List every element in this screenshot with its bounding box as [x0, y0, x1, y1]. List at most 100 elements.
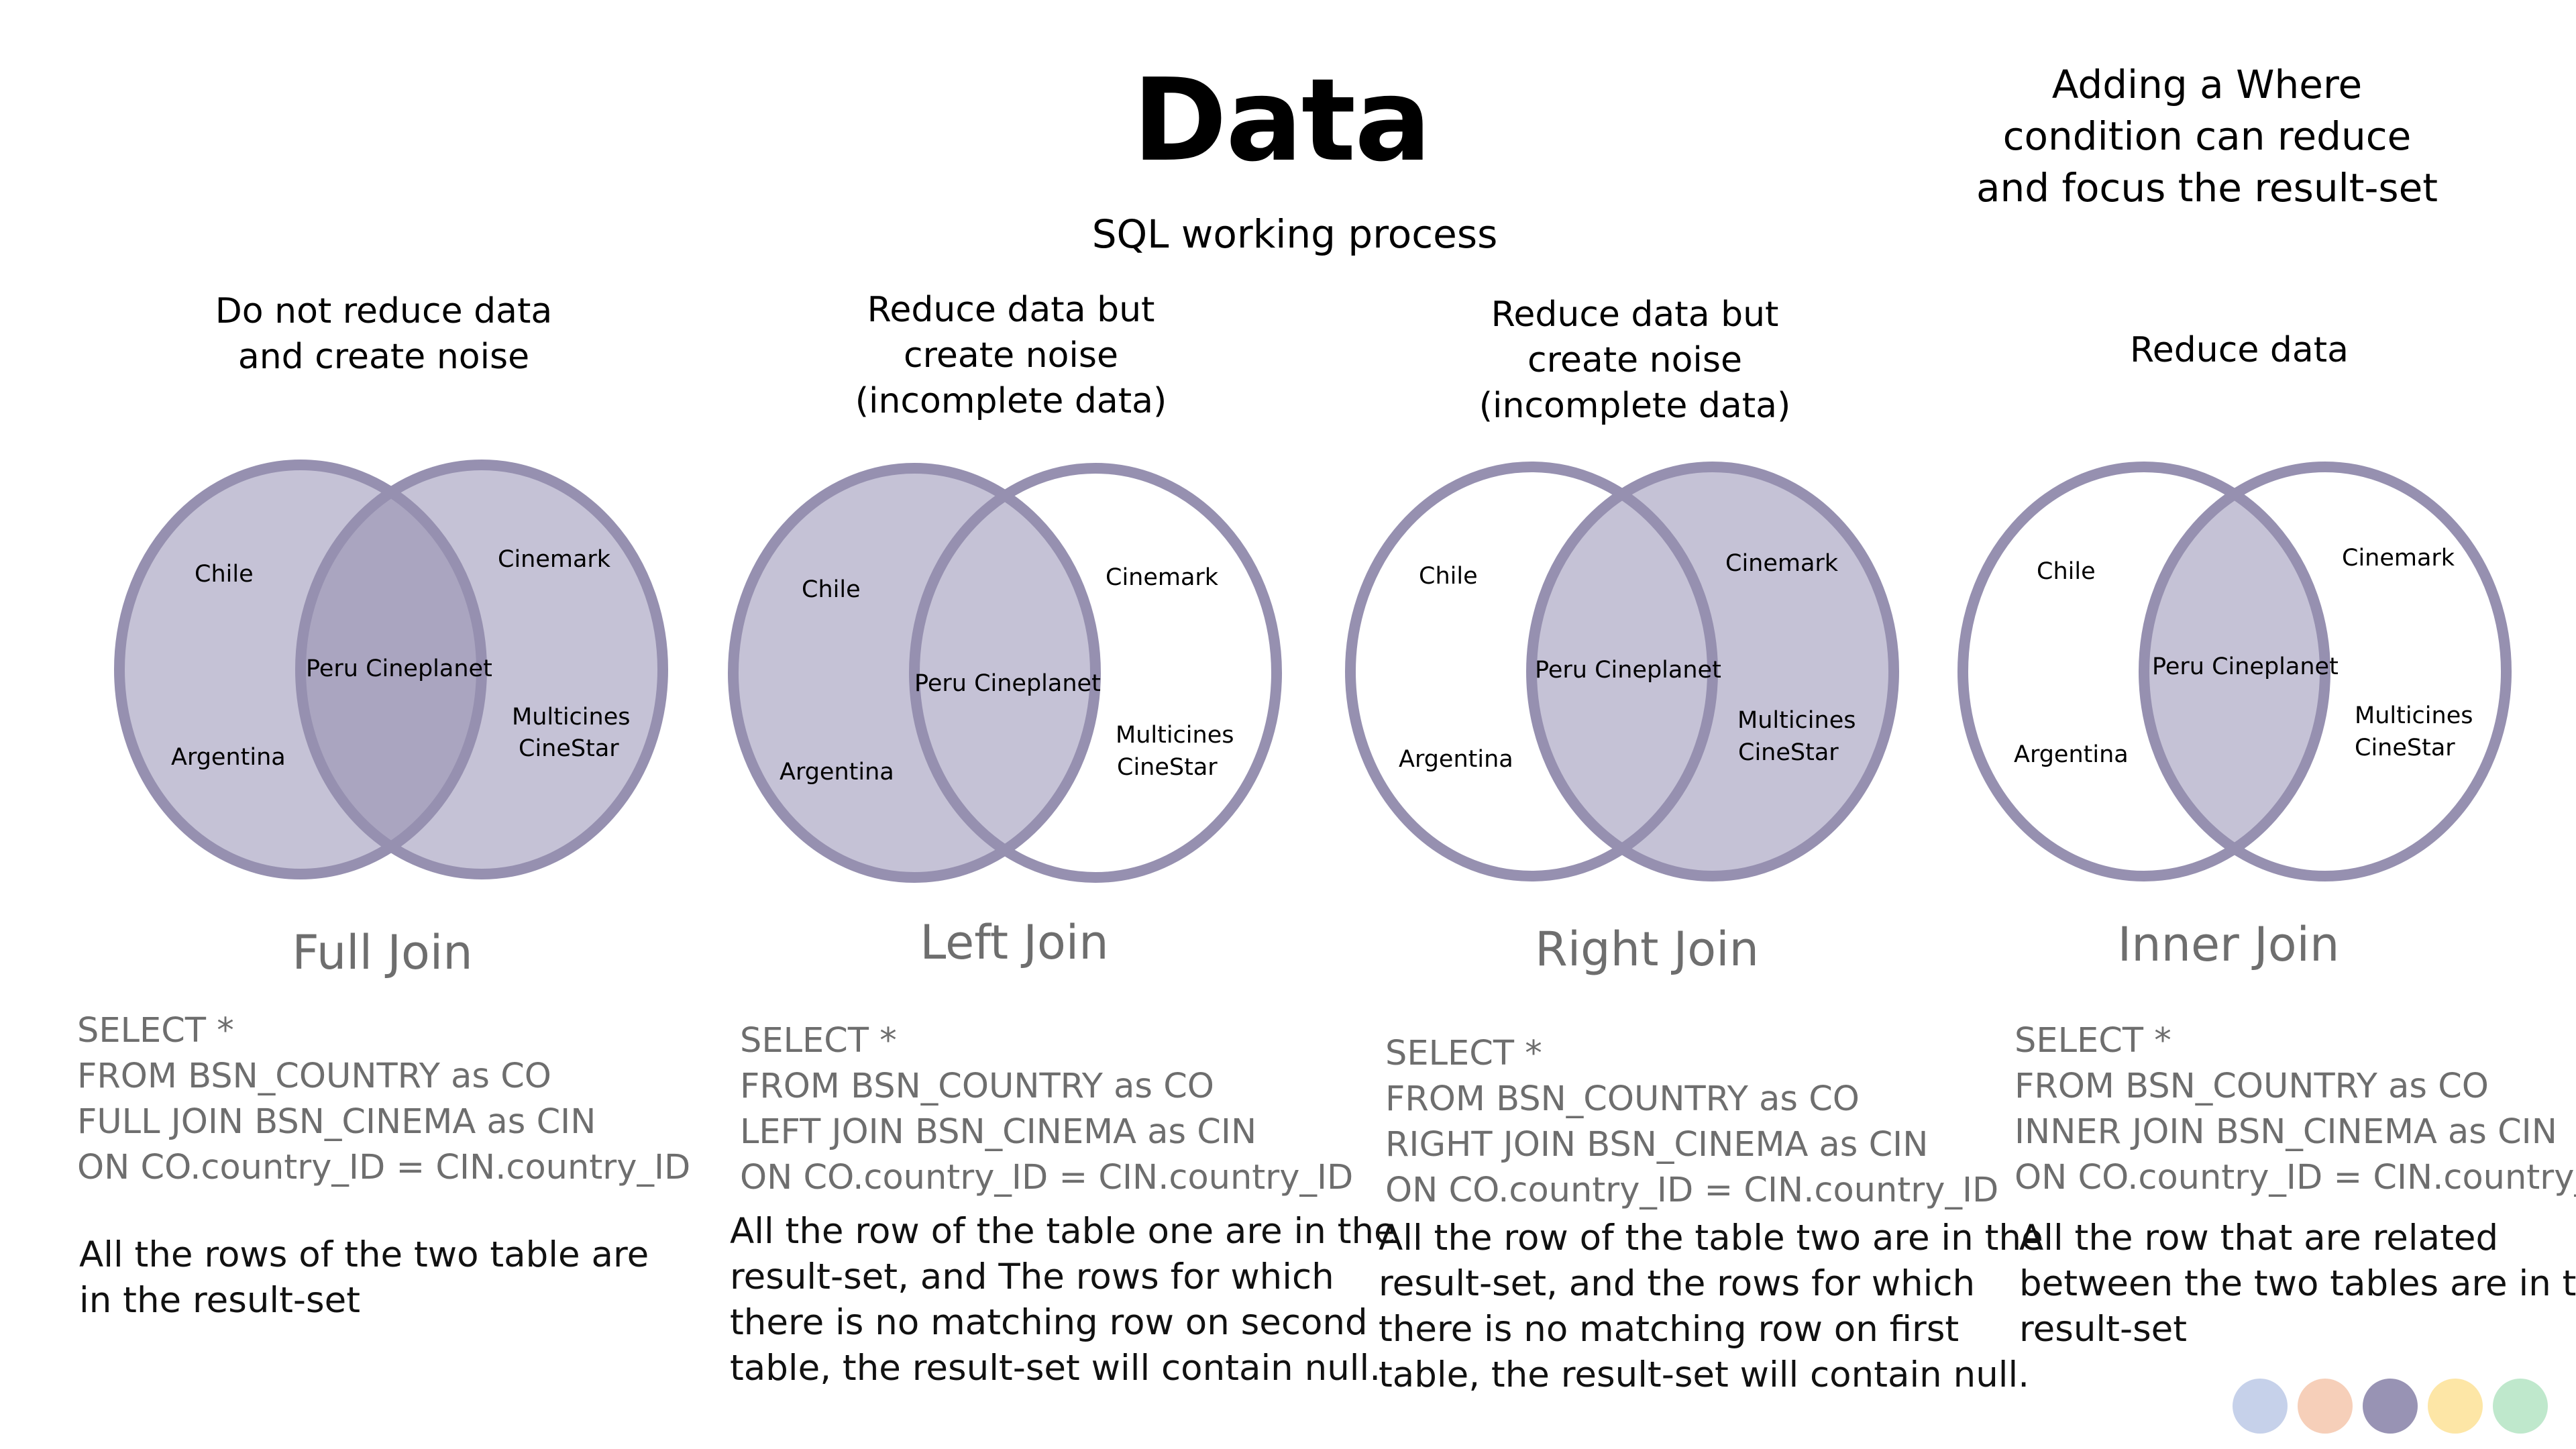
overlap-region	[301, 465, 482, 874]
caption-line: create noise	[1527, 340, 1742, 380]
caption-line: and create noise	[237, 337, 530, 377]
sql-line: FULL JOIN BSN_CINEMA as CIN	[77, 1102, 596, 1142]
overlap-item: Peru Cineplanet	[1535, 657, 1721, 684]
sql-line: ON CO.country_ID = CIN.country_ID	[2015, 1158, 2576, 1197]
left-set-item: Chile	[195, 561, 254, 588]
where-note-line: Adding a Where	[2051, 62, 2363, 107]
sql-line: ON CO.country_ID = CIN.country_ID	[1385, 1171, 1999, 1210]
left-set-item: Chile	[802, 576, 861, 603]
right-set-item: Multicines	[512, 704, 630, 731]
full-join-caption: Do not reduce data and create noise	[115, 288, 652, 380]
where-note-line: and focus the result-set	[1976, 165, 2438, 211]
palette-dot-peach	[2298, 1379, 2353, 1434]
description-line: All the row that are related	[2019, 1218, 2499, 1258]
description-line: All the row of the table one are in the	[730, 1211, 1396, 1252]
sql-line: SELECT *	[2015, 1021, 2171, 1061]
full-join-label: Full Join	[292, 925, 473, 980]
description-line: result-set, and The rows for which	[730, 1256, 1334, 1297]
right-set-item: Multicines	[1737, 707, 1856, 734]
description-line: result-set	[2019, 1309, 2188, 1350]
caption-line: Reduce data but	[1491, 294, 1779, 335]
right-set-item: Multicines	[2355, 702, 2473, 729]
right-set-item: Cinemark	[1106, 564, 1219, 591]
sql-line: FROM BSN_COUNTRY as CO	[1385, 1079, 1860, 1119]
left-set-outline	[1957, 462, 2330, 881]
overlap-region	[2144, 467, 2325, 876]
right-join-description: All the row of the table two are in the …	[1379, 1216, 2043, 1398]
left-set-item: Argentina	[780, 759, 894, 786]
full-join-venn-diagram: Chile Argentina Peru Cineplanet Cinemark…	[114, 460, 668, 879]
right-set-outline	[295, 460, 668, 879]
sql-line: FROM BSN_COUNTRY as CO	[2015, 1067, 2489, 1106]
full-join-description: All the rows of the two table are in the…	[79, 1232, 649, 1324]
description-line: result-set, and the rows for which	[1379, 1263, 1976, 1304]
inner-join-label: Inner Join	[2117, 917, 2340, 972]
right-join-sql: SELECT * FROM BSN_COUNTRY as CO RIGHT JO…	[1385, 1031, 1998, 1214]
right-set-item: CineStar	[1738, 739, 1839, 766]
caption-line: (incomplete data)	[1479, 386, 1791, 426]
full-join-sql: SELECT * FROM BSN_COUNTRY as CO FULL JOI…	[77, 1008, 690, 1191]
right-join-label: Right Join	[1535, 922, 1759, 977]
left-set-item: Chile	[1419, 563, 1478, 590]
right-set-item: Cinemark	[1725, 550, 1839, 577]
caption-line: Reduce data	[2130, 330, 2349, 370]
palette-dot-green	[2493, 1379, 2548, 1434]
sql-line: SELECT *	[740, 1021, 897, 1061]
left-set-outline	[728, 463, 1101, 883]
caption-line: create noise	[904, 335, 1118, 376]
palette-dot-blue	[2233, 1379, 2288, 1434]
description-line: between the two tables are in the	[2019, 1263, 2576, 1304]
inner-join-sql: SELECT * FROM BSN_COUNTRY as CO INNER JO…	[2015, 1018, 2576, 1201]
where-condition-note: Adding a Where condition can reduce and …	[1905, 59, 2509, 214]
left-set-item: Argentina	[171, 744, 286, 771]
description-line: All the row of the table two are in the	[1379, 1218, 2043, 1258]
sql-line: RIGHT JOIN BSN_CINEMA as CIN	[1385, 1125, 1929, 1165]
right-set-outline	[1526, 462, 1899, 881]
right-join-caption: Reduce data but create noise (incomplete…	[1366, 292, 1903, 429]
where-note-line: condition can reduce	[2002, 113, 2412, 159]
sql-line: FROM BSN_COUNTRY as CO	[740, 1067, 1214, 1106]
left-set-outline	[114, 460, 487, 879]
sql-line: SELECT *	[1385, 1034, 1542, 1073]
sql-line: ON CO.country_ID = CIN.country_ID	[740, 1158, 1354, 1197]
overlap-item: Peru Cineplanet	[306, 655, 492, 682]
inner-join-venn-diagram: Chile Argentina Peru Cineplanet Cinemark…	[1957, 462, 2512, 881]
page-title: Data	[1132, 54, 1432, 187]
left-join-description: All the row of the table one are in the …	[730, 1209, 1396, 1391]
sql-line: SELECT *	[77, 1011, 234, 1051]
description-line: table, the result-set will contain null.	[730, 1348, 1381, 1389]
page-subtitle: SQL working process	[1091, 211, 1498, 257]
description-line: there is no matching row on second	[730, 1302, 1368, 1343]
sql-line: ON CO.country_ID = CIN.country_ID	[77, 1148, 691, 1187]
sql-line: LEFT JOIN BSN_CINEMA as CIN	[740, 1112, 1257, 1152]
right-set-item: CineStar	[2355, 735, 2455, 761]
right-set-item: Cinemark	[498, 546, 611, 573]
right-join-venn-diagram: Chile Argentina Peru Cineplanet Cinemark…	[1345, 462, 1899, 881]
right-set-item: Multicines	[1116, 722, 1234, 749]
right-set-item: Cinemark	[2342, 545, 2455, 572]
caption-line: Reduce data but	[867, 290, 1155, 330]
palette-dot-yellow	[2428, 1379, 2483, 1434]
overlap-item: Peru Cineplanet	[2152, 653, 2339, 680]
left-set-outline	[1345, 462, 1718, 881]
right-set-outline	[909, 463, 1282, 883]
left-join-label: Left Join	[920, 915, 1109, 970]
right-set-outline	[2139, 462, 2512, 881]
left-set-item: Chile	[2037, 558, 2096, 585]
left-set-item: Argentina	[2014, 741, 2129, 768]
right-set-item: CineStar	[1117, 754, 1218, 781]
sql-line: FROM BSN_COUNTRY as CO	[77, 1057, 551, 1096]
left-join-caption: Reduce data but create noise (incomplete…	[743, 287, 1279, 424]
overlap-item: Peru Cineplanet	[914, 670, 1101, 697]
description-line: there is no matching row on first	[1379, 1309, 1960, 1350]
left-set-item: Argentina	[1399, 746, 1513, 773]
left-join-venn-diagram: Chile Argentina Peru Cineplanet Cinemark…	[728, 463, 1282, 883]
caption-line: Do not reduce data	[215, 291, 553, 331]
inner-join-description: All the row that are related between the…	[2019, 1216, 2576, 1352]
description-line: in the result-set	[79, 1280, 361, 1321]
sql-line: INNER JOIN BSN_CINEMA as CIN	[2015, 1112, 2557, 1152]
description-line: All the rows of the two table are	[79, 1234, 649, 1275]
right-set-item: CineStar	[519, 735, 619, 762]
caption-line: (incomplete data)	[855, 381, 1167, 421]
palette-dot-purple	[2363, 1379, 2418, 1434]
